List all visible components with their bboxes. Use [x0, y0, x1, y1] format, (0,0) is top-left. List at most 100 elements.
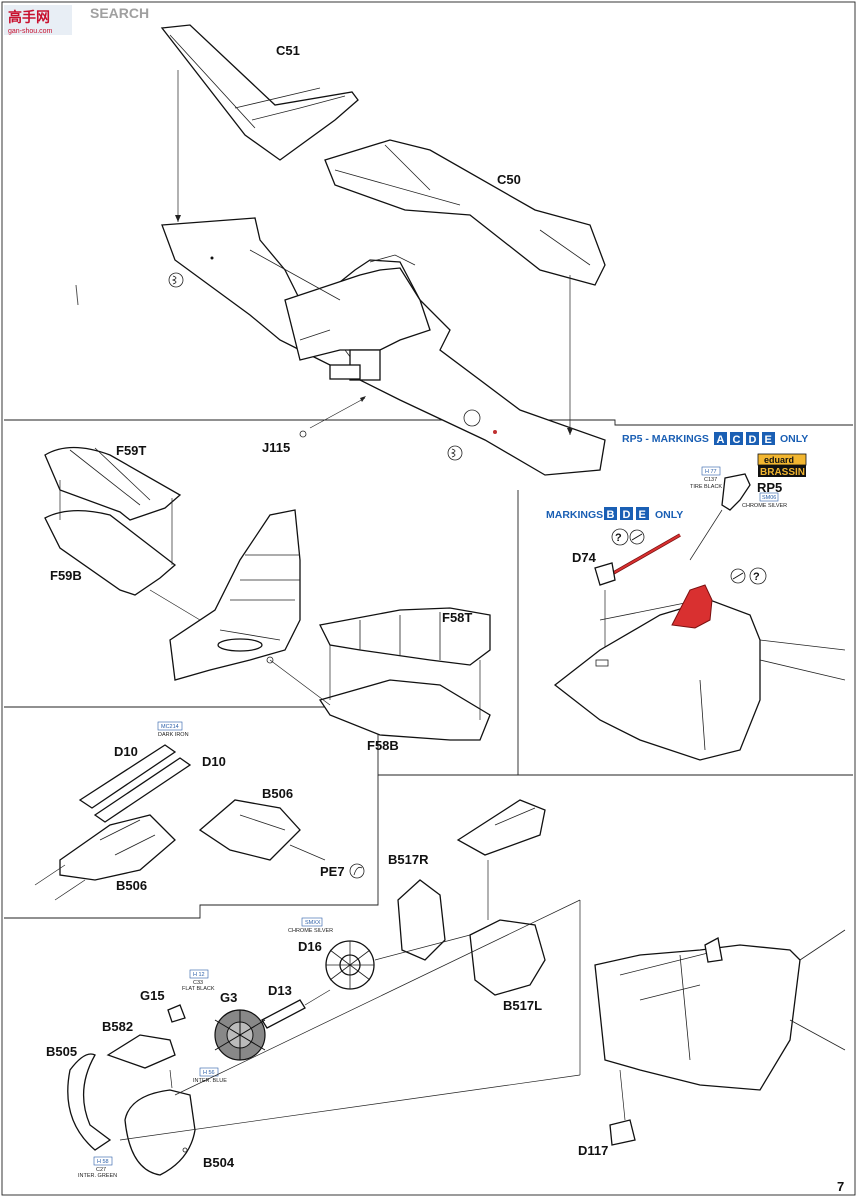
svg-text:C33: C33: [193, 980, 203, 986]
guide-pe7: [289, 844, 326, 861]
section-dividers: [4, 419, 853, 919]
label-b582: B582: [102, 1019, 133, 1034]
svg-text:INTER. GREEN: INTER. GREEN: [78, 1173, 117, 1179]
svg-text:DARK IRON: DARK IRON: [158, 732, 189, 738]
label-d10-left: D10: [114, 744, 138, 759]
label-f58b: F58B: [367, 738, 399, 753]
optional-question-icon: ?: [749, 567, 767, 585]
antenna-d74: [594, 533, 681, 586]
stabilizer-f59b: [44, 510, 177, 596]
engine-g3: [214, 1009, 266, 1061]
marking-letter: E: [765, 434, 772, 446]
engine-d16: [325, 940, 375, 990]
guide-rp5: [689, 509, 723, 561]
shaft-d13: [261, 999, 306, 1029]
seat-rp5: [721, 473, 751, 511]
paint-mc214: MC214 DARK IRON: [157, 721, 189, 738]
guns-d10: [78, 744, 192, 823]
svg-text:CHROME SILVER: CHROME SILVER: [288, 928, 333, 934]
svg-text:SM06: SM06: [762, 495, 776, 501]
drill-icon: [730, 568, 746, 584]
label-c51: C51: [276, 43, 300, 58]
cowl-b506: [198, 799, 301, 861]
label-b504: B504: [203, 1155, 235, 1170]
stabilizer-f58t: [319, 607, 491, 666]
tail-fin: [169, 509, 301, 681]
glue-icon: [168, 272, 184, 288]
svg-text:C137: C137: [704, 477, 717, 483]
label-b517l: B517L: [503, 998, 542, 1013]
part-j115-marker: [299, 396, 366, 438]
bend-arrow-icon: [349, 863, 365, 879]
wing-c51: [160, 24, 359, 161]
intake-b582: [106, 1034, 176, 1069]
paint-smxx: SMXX CHROME SILVER: [288, 917, 333, 934]
marking-letter: E: [639, 509, 646, 521]
marking-letter: D: [623, 509, 631, 521]
fuselage-nose: [594, 929, 846, 1091]
guide-lines-f59: [59, 480, 201, 621]
svg-text:H 77: H 77: [705, 469, 717, 475]
glue-icon: [447, 445, 463, 461]
svg-text:H 58: H 58: [97, 1159, 109, 1165]
label-g15: G15: [140, 988, 165, 1003]
label-d16: D16: [298, 939, 322, 954]
stray-mark: [75, 284, 79, 306]
label-b506-bottom: B506: [116, 878, 147, 893]
watermark-url: gan-shou.com: [8, 28, 53, 35]
guide-b582: [169, 1069, 173, 1089]
bde-banner-prefix: MARKINGS: [546, 509, 603, 521]
svg-text:BRASSIN: BRASSIN: [760, 467, 805, 478]
cowl-b504: [124, 1089, 196, 1176]
rp5-banner-suffix: ONLY: [780, 433, 808, 445]
fuselage-rear: [553, 584, 846, 761]
label-f58t: F58T: [442, 610, 472, 625]
label-j115: J115: [262, 440, 290, 455]
label-pe7: PE7: [320, 864, 345, 879]
cowl-top-piece: [456, 799, 546, 856]
guide-b506-floor: [34, 864, 66, 886]
paint-h12: H 12 C33 FLAT BLACK: [182, 969, 215, 992]
guide-lines-f58: [269, 645, 481, 720]
guide-d117: [619, 1069, 626, 1121]
drill-icon: [629, 529, 645, 545]
guide-b506-floor: [54, 879, 86, 901]
watermark-logo: 高手网: [8, 9, 50, 26]
stabilizer-f59t: [44, 446, 182, 521]
label-f59b: F59B: [50, 568, 82, 583]
assembly-guide-lines: [119, 899, 581, 1141]
marking-letter: A: [717, 434, 725, 446]
label-b505: B505: [46, 1044, 77, 1059]
cockpit-floor-b506: [59, 814, 176, 881]
label-c50: C50: [497, 172, 521, 187]
bde-banner-suffix: ONLY: [655, 509, 683, 521]
part-g15: [167, 1004, 186, 1023]
svg-text:H 56: H 56: [203, 1070, 215, 1076]
paint-h56: H 56 INTER. BLUE: [193, 1067, 227, 1084]
guide-lines-wings: [175, 70, 573, 435]
label-d74: D74: [572, 550, 597, 565]
rp5-banner-prefix: RP5 - MARKINGS: [622, 433, 709, 445]
paint-h77: H 77 C137 TIRE BLACK: [690, 466, 722, 490]
label-d13: D13: [268, 983, 292, 998]
svg-text:FLAT BLACK: FLAT BLACK: [182, 986, 215, 992]
svg-text:TIRE BLACK: TIRE BLACK: [690, 484, 722, 490]
cowl-ring-b505: [67, 1053, 112, 1151]
svg-text:CHROME SILVER: CHROME SILVER: [742, 503, 787, 509]
brassin-logo: eduard BRASSIN: [757, 453, 807, 478]
label-b517r: B517R: [388, 852, 429, 867]
paint-h58: H 58 C27 INTER. GREEN: [78, 1156, 117, 1179]
rp5-banner: RP5 - MARKINGS A C D E ONLY: [622, 432, 808, 446]
paint-sm06: SM06 CHROME SILVER: [742, 492, 787, 509]
wing-c50: [324, 139, 606, 286]
bde-banner: MARKINGS B D E ONLY: [546, 507, 683, 521]
cowl-b517l: [469, 919, 546, 996]
svg-text:?: ?: [615, 532, 622, 544]
label-rp5: RP5: [757, 480, 782, 495]
svg-text:H 12: H 12: [193, 972, 205, 978]
label-f59t: F59T: [116, 443, 146, 458]
marking-letter: D: [749, 434, 757, 446]
watermark-text: SEARCH: [90, 5, 149, 21]
